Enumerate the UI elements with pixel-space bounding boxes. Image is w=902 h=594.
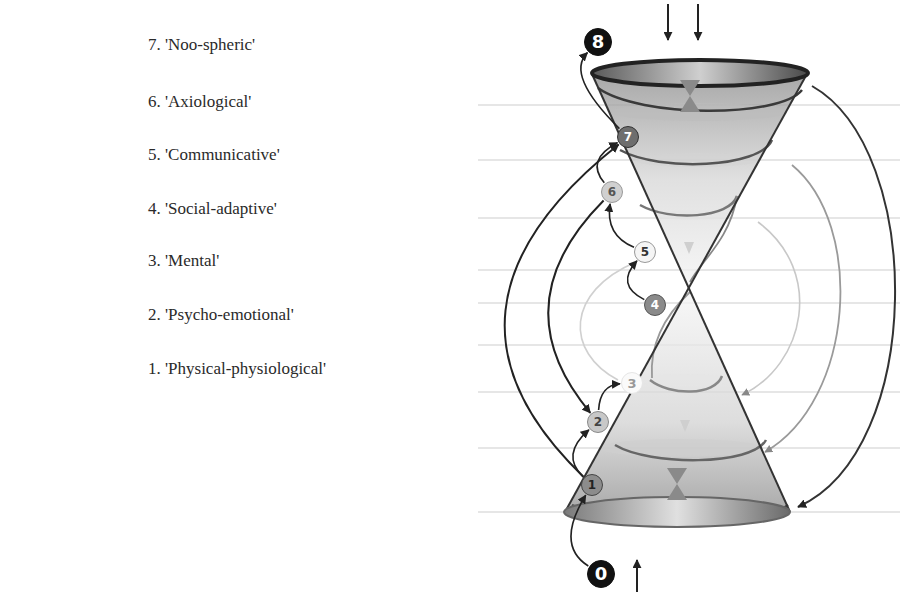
small-hourglass-top (680, 80, 700, 112)
level-label: 3. 'Mental' (148, 251, 219, 271)
level-number: 3 (627, 377, 636, 390)
lower-rim (564, 497, 790, 527)
level-label: 4. 'Social-adaptive' (148, 199, 277, 219)
lower-cone (565, 288, 790, 512)
level-circle: 8 (584, 28, 612, 56)
level-number: 7 (624, 131, 632, 143)
upper-cone (592, 72, 808, 288)
transition-arrow (628, 261, 645, 300)
level-circle: 7 (617, 126, 639, 148)
return-arcs (580, 86, 895, 507)
input-arrows (637, 4, 698, 592)
small-hourglass-bottom (667, 468, 687, 500)
level-number: 2 (594, 416, 602, 428)
level-circle: 1 (581, 474, 603, 496)
level-circle: 0 (587, 560, 615, 588)
level-number: 8 (592, 33, 605, 51)
level-label: 6. 'Axiological' (148, 92, 251, 112)
transition-arrow (571, 495, 588, 566)
level-label: 1. 'Physical-physiological' (148, 359, 326, 379)
level-label: 7. 'Noo-spheric' (148, 35, 255, 55)
level-lines (478, 105, 900, 512)
transition-arrow (609, 204, 634, 248)
transition-arrow (599, 384, 620, 410)
level-circle: 2 (587, 411, 609, 433)
level-circle: 6 (601, 181, 623, 203)
level-circle: 5 (634, 241, 656, 263)
level-label: 5. 'Communicative' (148, 145, 280, 165)
level-label: 2. 'Psycho-emotional' (148, 305, 294, 325)
cone-outline (565, 72, 808, 512)
level-number: 5 (641, 246, 649, 258)
small-marker-mid (680, 242, 694, 432)
level-number: 6 (608, 186, 616, 198)
upper-rim (592, 60, 808, 86)
level-number: 0 (595, 565, 608, 583)
transition-arrow (548, 201, 603, 413)
transition-arrow (581, 53, 620, 129)
level-number: 4 (651, 299, 659, 311)
level-number: 1 (588, 479, 596, 491)
level-circle: 4 (644, 294, 666, 316)
level-circle: 3 (621, 372, 643, 394)
